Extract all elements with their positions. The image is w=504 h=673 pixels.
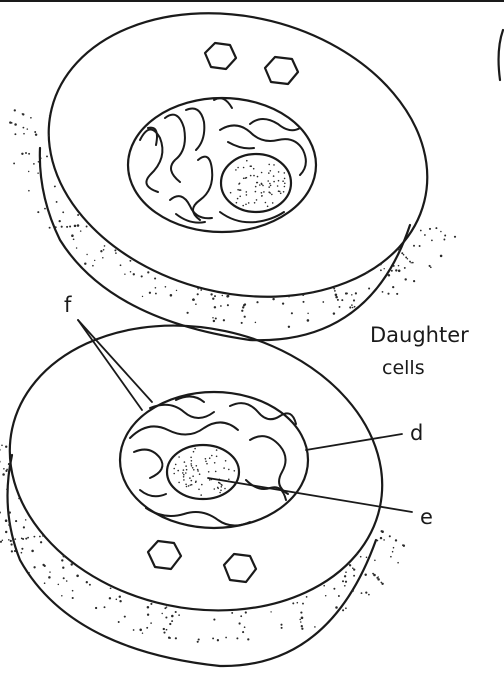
right-edge-fragment: [499, 30, 503, 80]
label-daughter: Daughter: [370, 323, 469, 347]
top-nucleus-envelope: [128, 98, 316, 232]
bottom-daughter-cell: [0, 292, 412, 666]
bottom-centriole-right: [224, 554, 256, 582]
top-centriole-right: [265, 57, 298, 84]
bottom-chromatin: [130, 396, 296, 525]
bottom-cell-stipple: [0, 436, 405, 643]
label-f: f: [64, 293, 72, 317]
bottom-nucleolus: [167, 445, 239, 499]
leader-line-d: [306, 434, 402, 450]
label-cells: cells: [382, 357, 425, 379]
top-nucleolus: [221, 154, 291, 212]
top-centriole-left: [205, 43, 236, 69]
top-cell-side: [40, 148, 410, 340]
bottom-centriole-left: [148, 541, 181, 569]
top-daughter-cell: [9, 0, 458, 340]
bottom-cell-membrane: [0, 292, 409, 644]
top-nucleolus-stipple: [230, 160, 286, 207]
bottom-nucleolus-stipple: [173, 448, 235, 496]
label-d: d: [410, 421, 423, 445]
label-e: e: [420, 505, 433, 529]
